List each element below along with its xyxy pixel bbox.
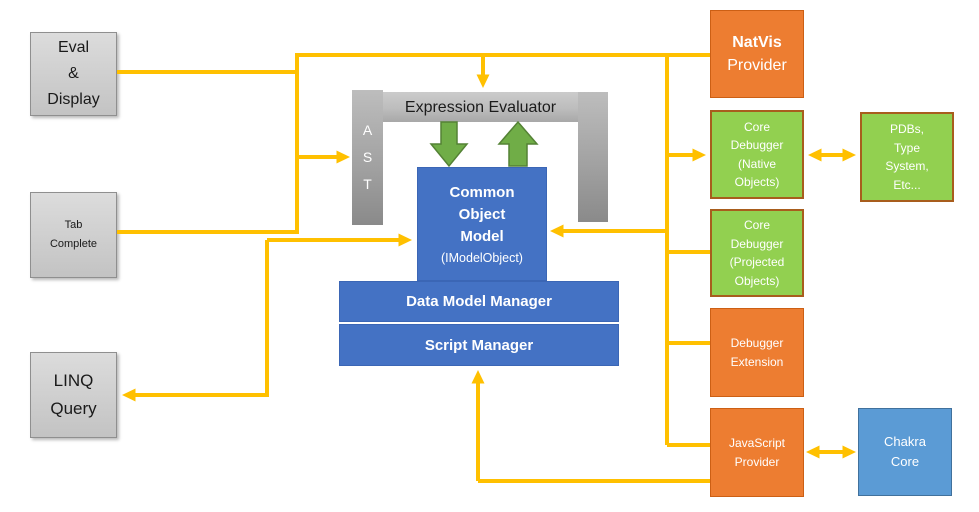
node-label: Expression Evaluator — [404, 98, 557, 116]
node-data-model-manager: Data Model Manager — [339, 281, 619, 322]
node-label: Eval & Display — [47, 39, 100, 108]
node-label: Script Manager — [424, 336, 534, 354]
node-eval-display: Eval & Display — [30, 32, 117, 116]
node-ast-bar: A S T — [352, 90, 383, 225]
node-tab-complete: Tab Complete — [30, 192, 117, 278]
frame-right-bar — [578, 92, 608, 222]
node-label: Tab Complete — [49, 219, 98, 250]
node-core-debugger-projected: Core Debugger (Projected Objects) — [710, 209, 804, 297]
node-label: Debugger Extension — [730, 336, 784, 369]
node-title: Common Object Model — [449, 183, 515, 245]
node-label: Chakra Core — [884, 434, 926, 469]
node-label: LINQ Query — [50, 371, 97, 418]
node-javascript-provider: JavaScript Provider — [710, 408, 804, 497]
node-debugger-extension: Debugger Extension — [710, 308, 804, 397]
node-subtitle: Provider — [727, 57, 787, 74]
node-label: Core Debugger (Native Objects) — [730, 119, 784, 190]
green-block-up-arrow — [497, 120, 539, 167]
node-title: NatVis — [732, 34, 782, 51]
node-core-debugger-native: Core Debugger (Native Objects) — [710, 110, 804, 199]
node-subtitle: (IModelObject) — [441, 250, 523, 265]
node-label: PDBs, Type System, Etc... — [885, 122, 929, 192]
node-chakra-core: Chakra Core — [858, 408, 952, 496]
node-label: Core Debugger (Projected Objects) — [729, 218, 785, 288]
node-pdbs-type-system: PDBs, Type System, Etc... — [860, 112, 954, 202]
node-linq-query: LINQ Query — [30, 352, 117, 438]
node-label: Data Model Manager — [406, 293, 552, 310]
green-block-down-arrow — [429, 121, 469, 168]
node-script-manager: Script Manager — [339, 324, 619, 366]
node-natvis-provider: NatVis Provider — [710, 10, 804, 98]
node-expression-evaluator: Expression Evaluator — [383, 92, 578, 122]
node-label: JavaScript Provider — [728, 436, 786, 469]
node-common-object-model: Common Object Model (IModelObject) — [417, 167, 547, 281]
node-label: A S T — [362, 122, 373, 192]
